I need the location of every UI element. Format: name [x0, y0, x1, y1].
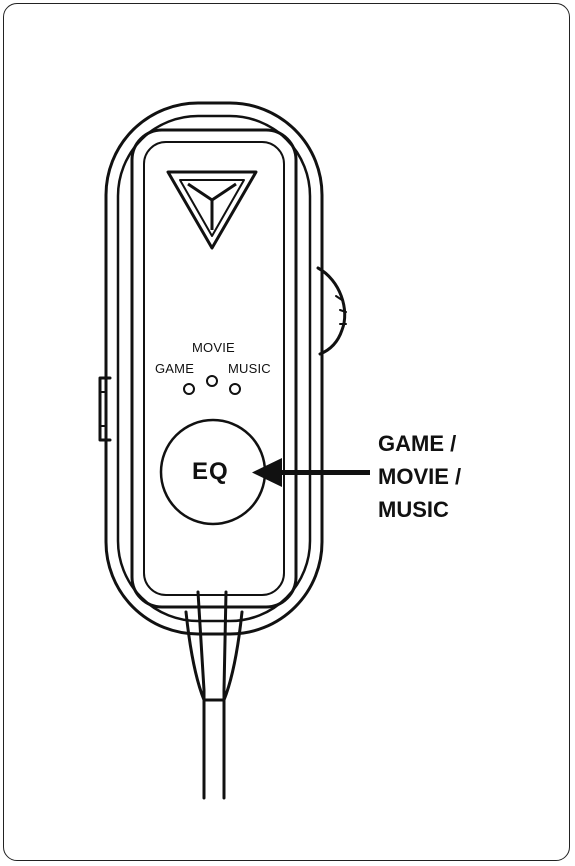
callout-line: MOVIE /	[378, 464, 462, 489]
led-game	[183, 383, 195, 395]
callout-line: GAME /	[378, 431, 457, 456]
callout-arrow	[252, 458, 370, 487]
triangle-y-logo-icon	[166, 170, 258, 250]
remote-panel-inner	[143, 141, 285, 596]
callout-line: MUSIC	[378, 497, 449, 522]
remote-outer-shell	[104, 101, 324, 636]
mode-label-music: MUSIC	[228, 361, 271, 376]
mode-label-movie: MOVIE	[192, 340, 235, 355]
led-movie	[206, 375, 218, 387]
cable	[196, 590, 228, 800]
remote-shell-inner-outline	[116, 114, 312, 623]
volume-wheel	[316, 266, 347, 356]
remote-panel	[130, 128, 298, 609]
page-frame	[3, 3, 570, 861]
callout-label: GAME / MOVIE / MUSIC	[378, 427, 461, 526]
led-music	[229, 383, 241, 395]
cable-strain-relief	[184, 610, 244, 702]
eq-button[interactable]: EQ	[192, 458, 229, 485]
mode-label-game: GAME	[155, 361, 195, 376]
